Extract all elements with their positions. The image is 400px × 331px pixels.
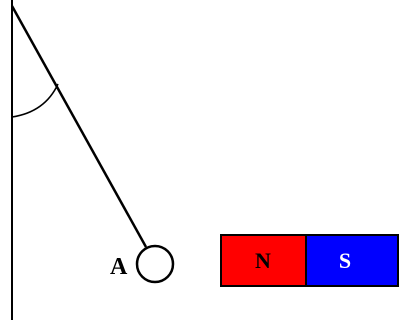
magnet-north-label: N — [255, 248, 271, 273]
angle-arc — [11, 83, 59, 118]
magnet-south-pole — [305, 234, 399, 287]
pendulum-bob — [135, 244, 175, 284]
bob-label: A — [110, 254, 128, 280]
magnet-south-label: S — [339, 248, 351, 273]
bar-magnet: N S — [220, 234, 399, 287]
pendulum-string — [10, 5, 148, 248]
